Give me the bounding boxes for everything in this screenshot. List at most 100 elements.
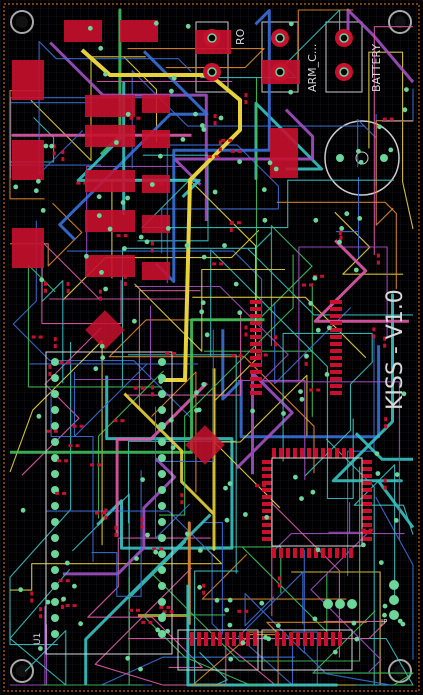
trace (9, 568, 71, 686)
smd-pad (104, 515, 108, 520)
via (78, 621, 83, 627)
ic-pad (250, 363, 262, 367)
via (171, 75, 177, 81)
connector-pin (303, 632, 307, 646)
trace (9, 606, 48, 686)
ic-pad (262, 474, 272, 478)
ic-pad (279, 548, 283, 558)
smd-pad (384, 424, 388, 429)
via (96, 213, 102, 219)
smd-pad (368, 528, 373, 532)
smd-pad (382, 117, 387, 121)
connector-drill (207, 33, 217, 43)
ic-pad (300, 448, 304, 458)
copper-pour (142, 95, 170, 113)
via (374, 451, 380, 456)
ic-pad (307, 548, 311, 558)
smd-pad (129, 608, 133, 612)
header-pad (51, 582, 59, 590)
copper-pour (12, 60, 44, 100)
trace (38, 40, 192, 175)
ic-pad (330, 377, 342, 381)
smd-pad (361, 528, 366, 532)
connector-drill (339, 33, 349, 43)
via (218, 115, 224, 121)
connector-pin (289, 632, 293, 646)
smd-pad (44, 281, 47, 286)
header-pad (51, 614, 59, 622)
smd-pad (304, 361, 308, 366)
smd-pad (64, 459, 69, 463)
smd-pad (90, 463, 95, 467)
trace (192, 296, 367, 359)
via (259, 600, 265, 606)
smd-pad (30, 598, 34, 603)
trace (12, 220, 193, 420)
smd-pad (140, 386, 145, 390)
smd-pad (372, 334, 376, 339)
smd-pad (202, 583, 206, 588)
header-pad (158, 358, 166, 366)
u1-label: U1 (33, 633, 43, 645)
connector-drill (275, 67, 285, 77)
via (165, 628, 171, 634)
smd-pad (53, 344, 57, 349)
via (240, 640, 246, 646)
smd-pad (61, 604, 64, 609)
via (204, 332, 210, 338)
via (18, 587, 24, 593)
via (140, 477, 146, 482)
smd-pad (320, 274, 325, 278)
smd-pad (383, 336, 387, 341)
smd-pad (237, 609, 242, 613)
smd-pad (76, 181, 81, 185)
header-outline (45, 351, 173, 655)
smd-pad (172, 351, 177, 355)
trace (87, 537, 211, 668)
via (315, 327, 321, 333)
via (132, 318, 137, 324)
via (361, 542, 366, 548)
trace (244, 592, 306, 654)
smd-pad (244, 325, 248, 330)
trace (210, 249, 354, 500)
trace (247, 248, 413, 316)
via (227, 481, 233, 486)
smd-pad (75, 444, 80, 448)
smd-pad (97, 463, 102, 467)
smd-pad (376, 253, 380, 258)
smd-pad (48, 371, 52, 376)
via (293, 474, 298, 480)
via (194, 408, 199, 413)
copper-pour (85, 255, 135, 277)
connector-pin (282, 632, 286, 646)
via (212, 189, 218, 195)
trace (84, 513, 212, 685)
ic-pad (262, 495, 272, 499)
via (261, 187, 267, 193)
copper-pour (85, 125, 135, 147)
via (170, 445, 176, 450)
via (308, 301, 314, 306)
trace (121, 231, 272, 387)
trace (375, 120, 413, 226)
ic-pad (262, 467, 272, 471)
header-pad (158, 422, 166, 430)
header-pad (158, 598, 166, 606)
trace (10, 547, 223, 591)
via (194, 390, 199, 395)
ic-pad (330, 384, 342, 388)
copper-pour (142, 130, 170, 148)
ic-pad (330, 370, 342, 374)
smd-pad (136, 116, 141, 120)
header-pad (158, 390, 166, 398)
via (158, 379, 164, 384)
via (39, 277, 45, 283)
smd-pad (68, 444, 73, 448)
smd-pad (120, 419, 125, 423)
via (158, 153, 163, 159)
smd-pad (229, 221, 233, 225)
smd-pad (244, 332, 248, 337)
trace (9, 342, 72, 638)
